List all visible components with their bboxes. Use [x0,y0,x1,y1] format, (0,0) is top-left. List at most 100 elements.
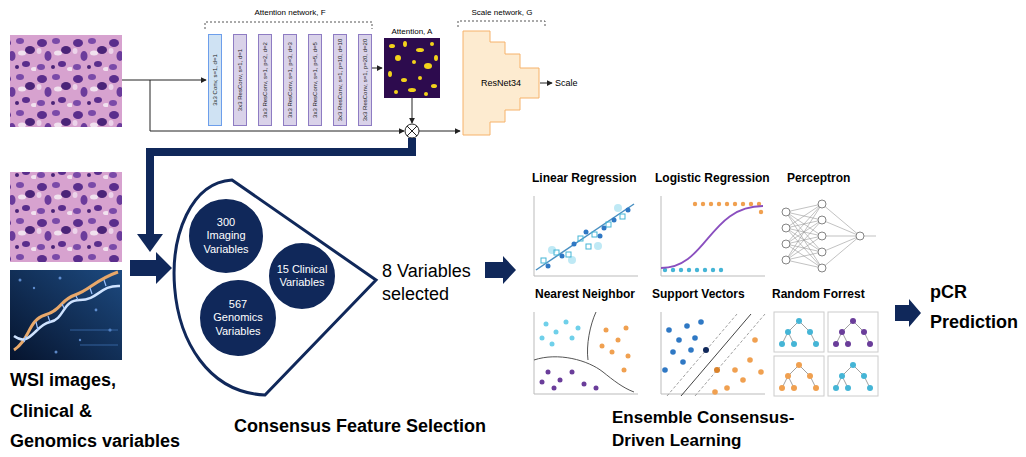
support-vector-chart [714,367,720,373]
block-arrow [895,299,921,327]
resnet-shape [463,31,539,135]
wires [419,131,460,132]
stage-caption: Ensemble Consensus-Driven Learning [612,406,827,452]
logistic-regression-chart [725,202,729,206]
chart-title: Random Forrest [772,288,865,302]
nearest-neighbor-chart [624,326,629,331]
chart-title: Nearest Neighbor [535,288,635,302]
logistic-regression-chart [663,268,723,272]
random-forest-chart [828,356,878,396]
random-forest-chart [779,362,819,391]
logistic-regression-chart [709,202,713,206]
linear-regression-chart [626,208,631,213]
perceptron-chart [782,200,864,272]
random-forest-chart [833,362,873,391]
linear-regression-chart [594,242,602,250]
attention-map [403,41,407,47]
linear-regression-chart [620,214,625,219]
layer-label: 3x3 ResConv, s=1, p=10, d=10 [337,39,343,121]
random-forest-chart [833,318,873,347]
chart-title: Linear Regression [532,172,637,186]
attention-map [388,41,438,96]
circle-label: 300 Imaging Variables [198,216,254,256]
support-vector-chart [732,367,738,373]
support-vector-chart [692,335,698,341]
conv-layer-box: 3x3 Conv, s=1, d=1 [208,34,222,126]
conv-layer-box: 3x3 ResConv, s=1, p=20, d=20 [358,34,372,126]
logistic-regression-chart [661,206,763,268]
input-caption: WSI images, [10,370,116,391]
perceptron-chart [782,200,876,272]
support-vector-chart [680,359,686,365]
nearest-neighbor-chart [616,338,621,343]
linear-regression-chart [554,250,559,255]
linear-regression-chart [614,204,622,212]
logistic-regression-chart [701,202,705,206]
nearest-neighbor-chart [582,382,587,387]
logistic-regression-chart [719,268,723,272]
genomics-image [10,270,122,360]
attention-map [431,84,437,88]
nearest-neighbor-chart [550,342,555,347]
perceptron-chart [856,232,864,240]
support-vector-chart [712,389,718,395]
linear-regression-chart [598,234,603,239]
nearest-neighbor-chart [600,344,605,349]
random-forest-chart [774,312,824,352]
selection-cone [174,180,376,395]
support-vector-chart [666,327,672,333]
logistic-regression-chart [693,202,763,214]
nearest-neighbor-chart [594,386,599,391]
attention-map [388,71,392,77]
layer-label: 3x3 Conv, s=1, d=1 [212,54,218,106]
nearest-neighbor-chart [540,336,545,341]
genomics-image [24,280,106,342]
linear-regression-chart [546,208,631,269]
attention-map [395,55,401,61]
linear-regression-chart [578,236,583,241]
nearest-neighbor-chart [534,312,638,394]
perceptron-chart [818,232,826,240]
wires [122,80,206,81]
variable-circle: 300 Imaging Variables [187,197,265,275]
nearest-neighbor-chart [534,357,634,392]
perceptron-chart [782,256,790,264]
support-vector-chart [667,314,765,396]
linear-regression-chart [592,232,597,237]
layer-label: 3x3 ResConv, s=1, p=3, d=3 [287,42,293,118]
logistic-regression-chart [661,196,765,276]
attention-map [424,63,432,69]
genomics-image [14,286,120,339]
multiply-symbol [405,124,419,138]
resnet-block: ResNet34 [462,30,540,136]
support-vector-chart [676,337,682,343]
layer-label: 3x3 ResConv, s=1, p=20, d=20 [362,39,368,121]
attention-map [389,44,395,48]
nearest-neighbor-chart [546,370,551,375]
random-forest-chart [774,356,824,396]
attention-map [412,60,416,64]
support-vector-chart [662,367,668,373]
perceptron-chart [786,204,876,268]
perceptron-chart [818,216,826,224]
input-caption: Clinical & [10,401,92,422]
nearest-neighbor-chart [564,320,569,325]
logistic-regression-chart [717,202,721,206]
linear-regression-chart [546,264,551,269]
support-vector-chart [740,377,746,383]
genomics-image [19,277,112,354]
logistic-regression-chart [741,202,745,206]
histology-image [10,35,122,127]
support-vector-chart [670,349,676,355]
block-arrow [130,252,172,284]
attention-map [434,55,438,61]
conv-layer-box: 3x3 ResConv, s=1, p=5, d=5 [308,34,322,126]
perceptron-chart [782,208,790,216]
linear-regression-chart [534,196,638,276]
logistic-regression-chart [695,268,699,272]
output-caption: pCR [930,282,967,303]
nearest-neighbor-chart [552,386,557,391]
genomics-image [19,279,22,282]
nearest-neighbor-chart [570,370,575,375]
